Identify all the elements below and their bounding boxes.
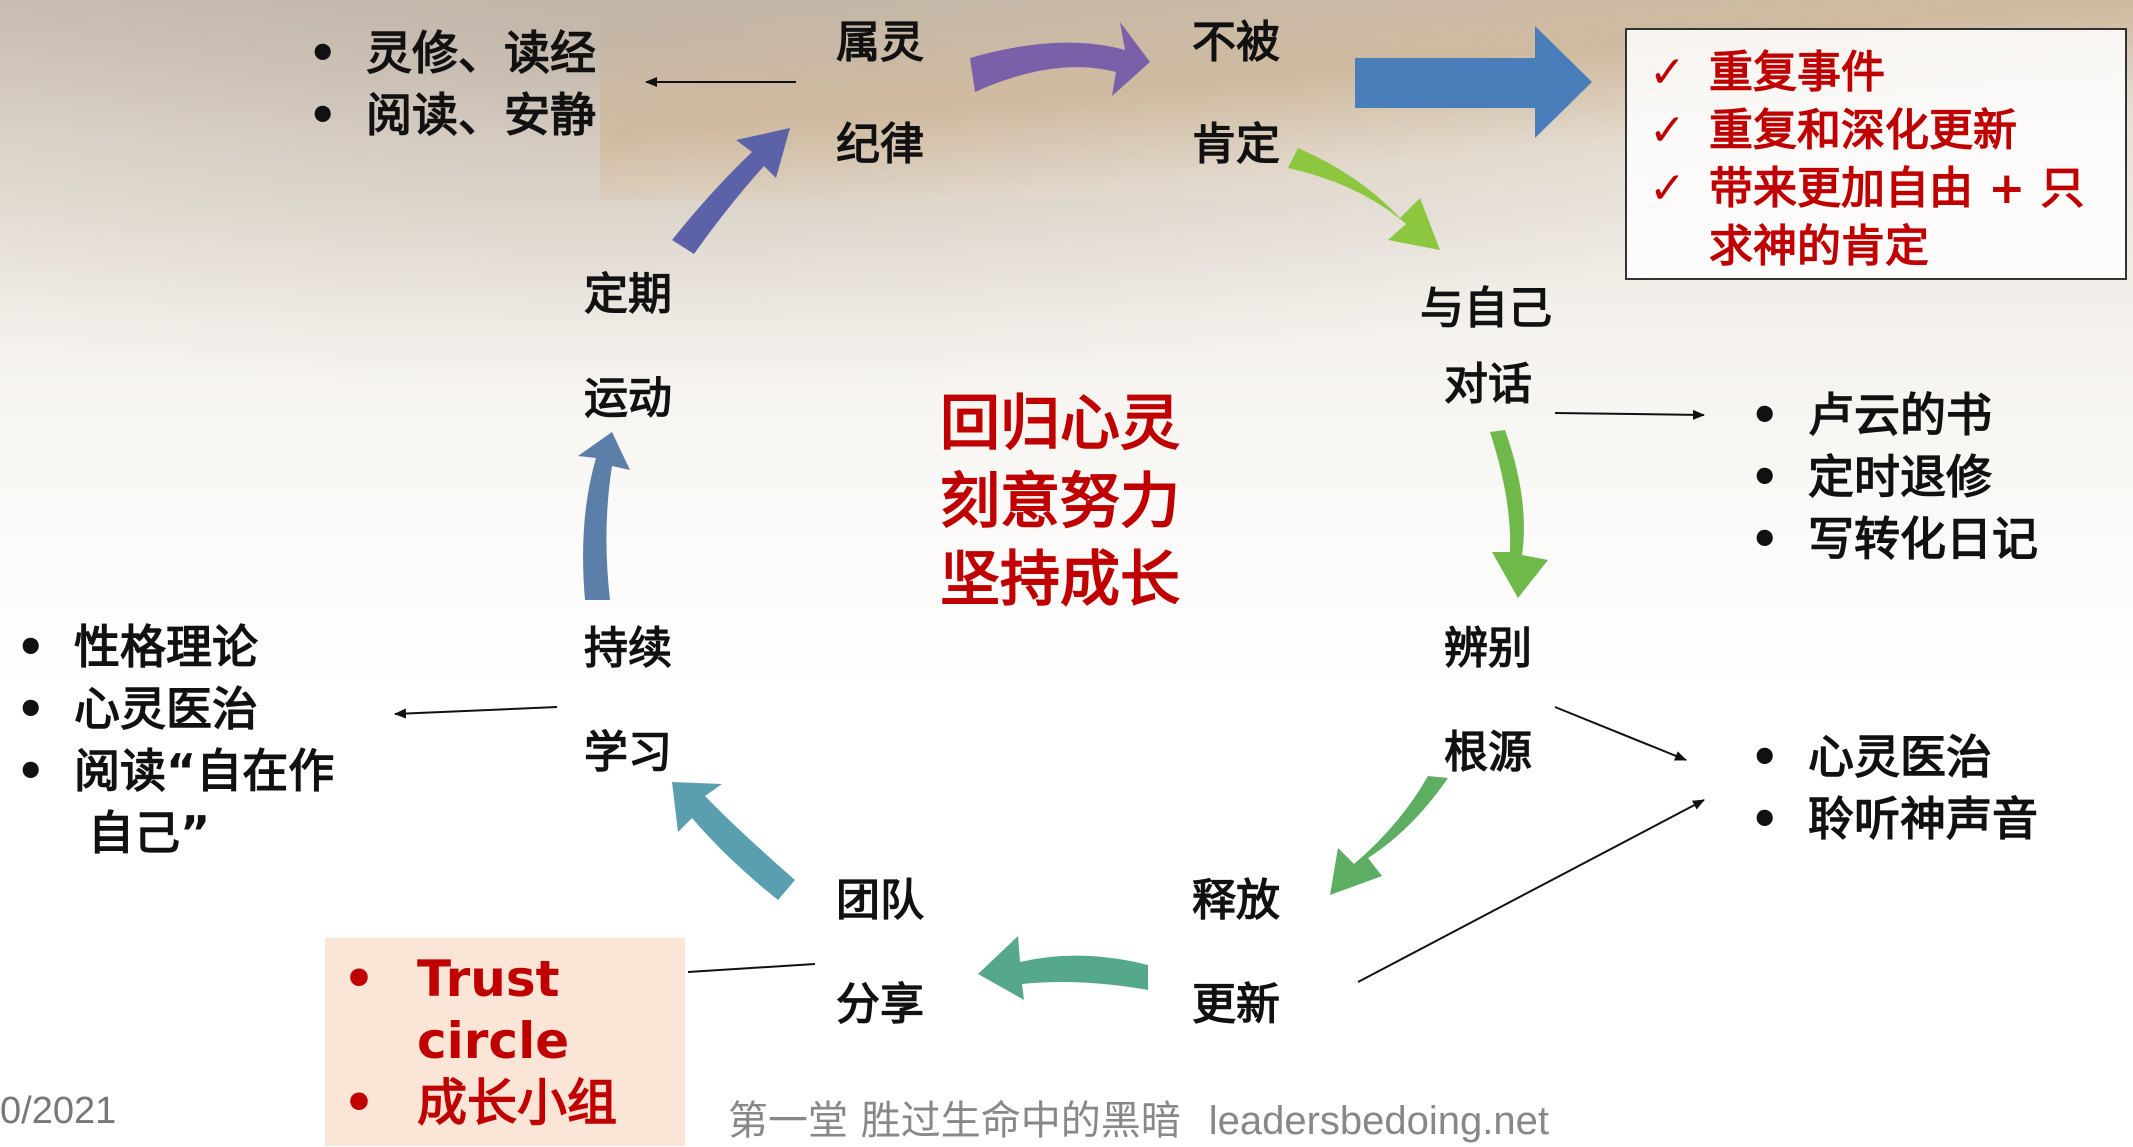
check-icon: ✓ — [1649, 105, 1686, 156]
arrow-lime — [1288, 148, 1440, 250]
center-line-1: 回归心灵 — [940, 389, 1180, 459]
connector-dialog-to-list — [1554, 409, 1705, 420]
footer-text: 第一堂 胜过生命中的黑暗 leadersbedoing.net — [728, 1088, 1549, 1146]
footer-title: 第一堂 胜过生命中的黑暗 — [728, 1098, 1181, 1144]
right-bottom-list: 心灵医治 聆听神声音 — [1742, 726, 2038, 850]
node-exercise-line1: 定期 — [584, 269, 672, 320]
result-item: ✓带来更加自由 + 只 — [1649, 160, 2115, 218]
connector-share-to-trust — [687, 963, 816, 973]
arrow-blue-big — [1355, 26, 1592, 138]
trust-circle-box: Trust circle 成长小组 — [325, 938, 685, 1146]
list-item: 阅读、安静 — [300, 84, 596, 146]
result-box: ✓重复事件 ✓重复和深化更新 ✓带来更加自由 + 只 求神的肯定 — [1625, 28, 2127, 280]
check-icon: ✓ — [1649, 47, 1686, 98]
node-spiritual-line2: 纪律 — [836, 119, 924, 170]
connector-renew-to-list — [1357, 799, 1705, 983]
list-item-continuation: 自己” — [88, 806, 211, 860]
list-item: 性格理论 — [8, 616, 334, 678]
node-release-line2: 更新 — [1192, 979, 1280, 1030]
arrow-indigo — [672, 128, 790, 254]
node-talk-self-line1: 与自己 — [1420, 283, 1552, 334]
node-talk-self-line2: 对话 — [1444, 359, 1532, 410]
connector-learning-to-list — [394, 706, 558, 719]
node-exercise-line2: 运动 — [584, 373, 672, 424]
node-release-line1: 释放 — [1192, 875, 1280, 926]
list-item: 卢云的书 — [1742, 384, 2038, 446]
result-item: ✓重复事件 — [1649, 44, 2115, 102]
right-top-list: 卢云的书 定时退修 写转化日记 — [1742, 384, 2038, 570]
left-list: 性格理论 心灵医治 阅读“自在作 自己” — [8, 616, 334, 864]
node-learning-line2: 学习 — [584, 727, 672, 778]
footer-site: leadersbedoing.net — [1208, 1099, 1549, 1143]
node-team-line2: 分享 — [836, 979, 924, 1030]
arrow-teal-green — [978, 936, 1148, 1000]
node-team-line1: 团队 — [836, 875, 924, 926]
list-item: 聆听神声音 — [1742, 788, 2038, 850]
arrow-green — [1490, 430, 1548, 598]
center-line-2: 刻意努力 — [940, 467, 1180, 537]
result-item: ✓重复和深化更新 — [1649, 102, 2115, 160]
check-icon: ✓ — [1649, 163, 1686, 214]
top-left-list: 灵修、读经 阅读、安静 — [300, 22, 596, 146]
node-not-affirmed-line1: 不被 — [1192, 17, 1280, 68]
footer-date: 0/2021 — [0, 1090, 117, 1132]
center-text: 回归心灵 刻意努力 坚持成长 — [940, 385, 1180, 619]
list-item: 灵修、读经 — [300, 22, 596, 84]
node-not-affirmed-line2: 肯定 — [1192, 119, 1280, 170]
list-item: 定时退修 — [1742, 446, 2038, 508]
center-line-3: 坚持成长 — [940, 545, 1180, 615]
list-item-continuation: circle — [417, 1012, 570, 1070]
node-learning-line1: 持续 — [584, 623, 672, 674]
node-discern-line1: 辨别 — [1444, 623, 1532, 674]
list-item: 成长小组 — [325, 1072, 685, 1134]
list-item: 心灵医治 — [8, 678, 334, 740]
list-item: 写转化日记 — [1742, 508, 2038, 570]
list-item: 心灵医治 — [1742, 726, 2038, 788]
node-spiritual-line1: 属灵 — [836, 17, 924, 68]
arrow-teal — [672, 782, 795, 900]
result-item-continuation: 求神的肯定 — [1709, 221, 1929, 272]
arrow-mid-green — [1330, 776, 1448, 895]
arrow-slate — [578, 432, 630, 600]
connector-root-to-list — [1554, 706, 1687, 761]
node-discern-line2: 根源 — [1444, 727, 1532, 778]
list-item: 阅读“自在作 — [8, 740, 334, 802]
arrow-purple — [970, 22, 1150, 96]
list-item: Trust — [325, 948, 685, 1010]
